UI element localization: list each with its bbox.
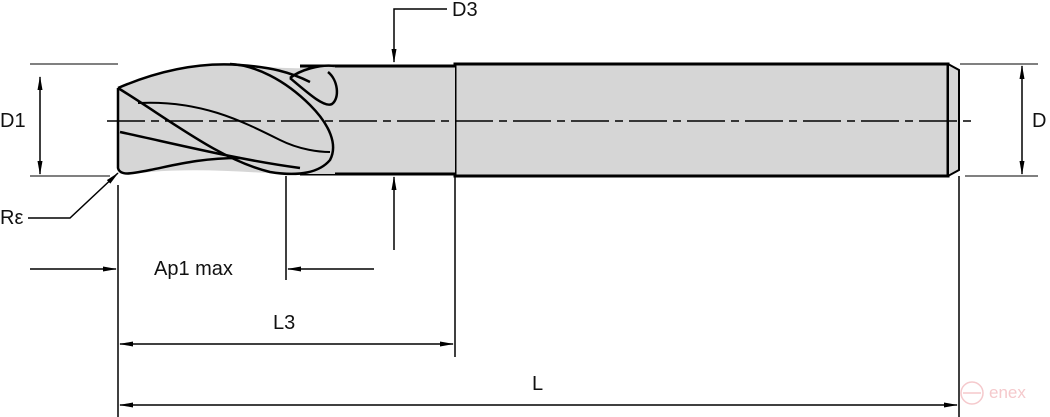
label-D1: D1 (0, 110, 26, 132)
label-L3: L3 (273, 312, 296, 334)
shank (453, 62, 960, 178)
label-L: L (532, 373, 544, 395)
extension-lines (117, 176, 960, 417)
label-D3: D3 (452, 0, 478, 21)
label-Re: Rε (0, 207, 24, 229)
flute-head (116, 62, 339, 176)
dim-D (960, 63, 1038, 177)
dim-D3 (391, 8, 447, 250)
label-Ap1-max: Ap1 max (154, 258, 233, 280)
dim-Re (28, 172, 119, 219)
watermark-logo-icon (960, 381, 984, 405)
dim-D1 (30, 63, 118, 177)
label-D: D (1032, 110, 1047, 132)
watermark-text: enex (989, 383, 1026, 402)
